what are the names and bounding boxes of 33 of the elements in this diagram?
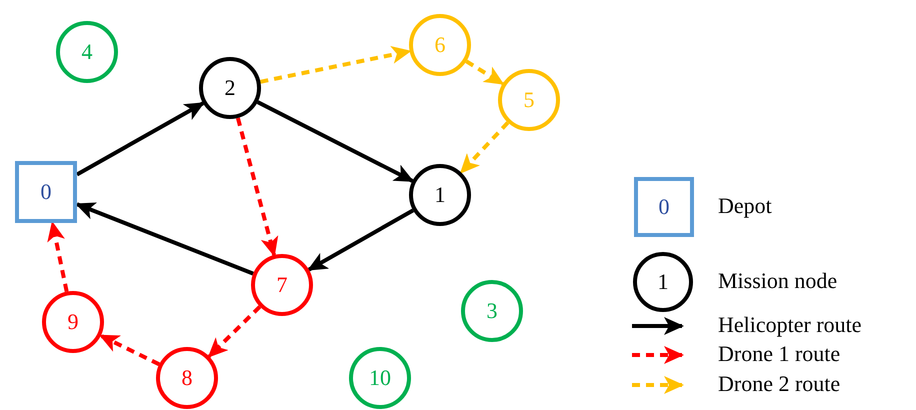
arrow bbox=[76, 102, 205, 176]
arrow bbox=[307, 208, 414, 272]
depot-box bbox=[15, 161, 77, 223]
arrow bbox=[236, 117, 278, 257]
arrow bbox=[99, 334, 160, 366]
node-circle bbox=[156, 347, 218, 409]
arrow bbox=[465, 60, 504, 86]
legend-depot-sample: 0 bbox=[634, 177, 694, 237]
arrow bbox=[256, 100, 414, 183]
legend-label: Helicopter route bbox=[718, 314, 862, 336]
arrow bbox=[208, 305, 262, 358]
legend-label: Drone 1 route bbox=[718, 343, 840, 365]
node-circle bbox=[251, 254, 313, 316]
node-number: 0 bbox=[40, 181, 52, 203]
node-number: 5 bbox=[524, 89, 534, 111]
legend-label: Depot bbox=[718, 195, 772, 217]
node-number: 8 bbox=[182, 367, 192, 389]
node-number: 3 bbox=[486, 300, 498, 322]
node-number: 4 bbox=[82, 41, 92, 63]
node-number: 6 bbox=[434, 34, 446, 56]
node-circle bbox=[409, 164, 471, 226]
arrow bbox=[260, 46, 412, 84]
arrow bbox=[75, 202, 254, 276]
legend-label: Drone 2 route bbox=[718, 373, 840, 395]
node-number: 9 bbox=[68, 311, 78, 333]
arrow bbox=[460, 121, 510, 174]
legend-node-sample: 1 bbox=[633, 252, 693, 312]
legend-label: Mission node bbox=[718, 270, 838, 292]
arrow bbox=[47, 221, 69, 292]
node-number: 1 bbox=[434, 184, 446, 206]
node-number: 10 bbox=[369, 367, 391, 389]
node-number: 7 bbox=[276, 274, 288, 296]
node-number: 2 bbox=[224, 77, 236, 99]
